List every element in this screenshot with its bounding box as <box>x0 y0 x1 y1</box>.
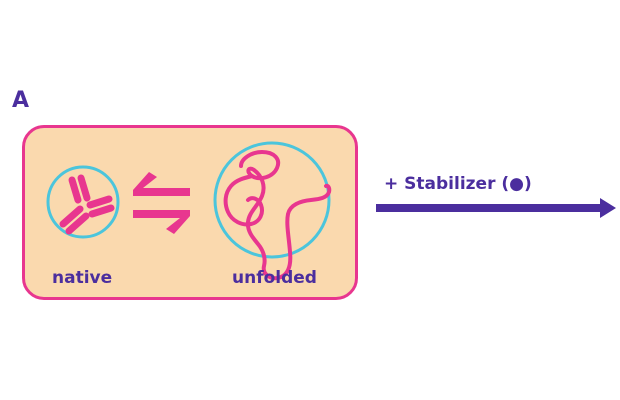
state-label-unfolded: unfolded <box>232 268 317 288</box>
stabilizer-label: + Stabilizer (●) <box>384 174 532 194</box>
panel-label-a: A <box>12 88 30 113</box>
stabilizer-arrow <box>376 198 616 218</box>
state-label-native: native <box>52 268 113 288</box>
